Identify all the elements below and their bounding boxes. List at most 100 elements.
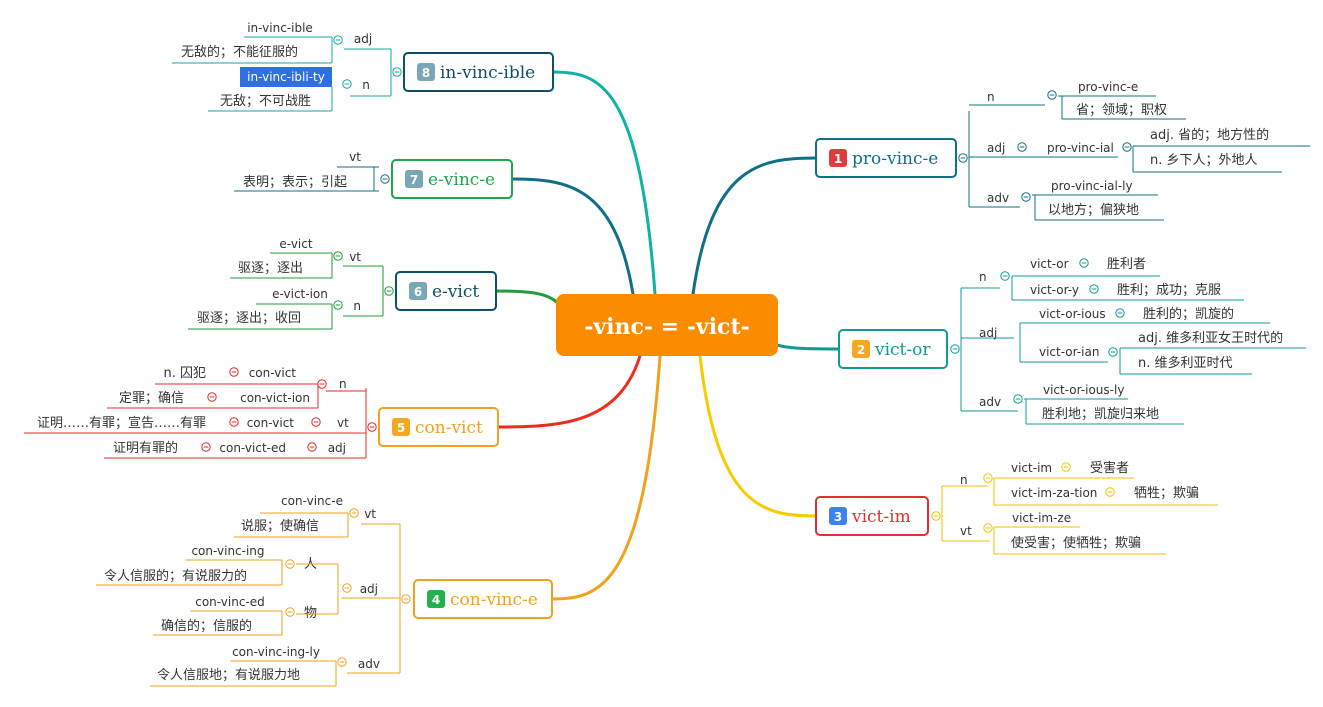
meaning-text: 令人信服的；有说服力的 — [104, 568, 247, 584]
pos-label: adj — [360, 582, 378, 596]
branch-topic-box[interactable] — [378, 407, 499, 447]
word-form: vict-or-y — [1030, 283, 1079, 297]
word-form: vict-im — [1011, 461, 1052, 475]
branch-number: 4 — [432, 593, 440, 607]
meaning-text: n. 囚犯 — [163, 366, 206, 381]
branch-topic-label: in-vinc-ible — [440, 63, 535, 83]
central-topic-label: -vinc- = -vict- — [584, 314, 750, 340]
meaning-text: 省；领域；职权 — [1076, 102, 1167, 118]
branch-topic-box[interactable] — [838, 329, 948, 369]
meaning-text: 表明；表示；引起 — [243, 175, 347, 190]
meaning-text: 胜利者 — [1107, 257, 1146, 272]
branch-topic-4[interactable]: 4 con-vinc-e — [413, 579, 553, 619]
branch-topic-box[interactable] — [815, 138, 957, 178]
word-form: con-vinc-ing-ly — [232, 645, 320, 659]
meaning-text: adj. 维多利亚女王时代的 — [1138, 330, 1283, 346]
word-form: con-vinc-ing — [191, 544, 264, 558]
branch-topic-label: vict-im — [851, 507, 911, 527]
word-form-selected[interactable]: in-vinc-ibli-ty — [247, 70, 325, 84]
branch-topic-box[interactable] — [403, 52, 554, 92]
branch-topic-box[interactable] — [815, 496, 929, 536]
branch-number: 2 — [857, 343, 865, 357]
meaning-text: 胜利；成功；克服 — [1117, 283, 1221, 298]
branch-topic-label: e-vinc-e — [428, 170, 495, 190]
pos-label: vt — [337, 416, 349, 430]
main-link-evince — [510, 177, 635, 296]
branch-topic-6[interactable]: 6 e-vict — [395, 271, 497, 311]
meaning-text: 胜利的；凯旋的 — [1143, 306, 1234, 322]
branch-topic-label: e-vict — [432, 282, 479, 302]
main-link-victim — [698, 354, 818, 518]
main-link-convince — [550, 354, 662, 601]
pos-label: vt — [349, 250, 361, 264]
word-form: pro-vinc-e — [1078, 80, 1138, 94]
branch-topic-2[interactable]: 2 vict-or — [838, 329, 948, 369]
meaning-text: 胜利地；凯旋归来地 — [1042, 407, 1159, 422]
branch-number-badge — [829, 507, 847, 525]
pos-label: vt — [960, 524, 972, 538]
meaning-text: 证明有罪的 — [113, 440, 178, 456]
meaning-text: 以地方；偏狭地 — [1048, 202, 1139, 218]
branch-topic-label: vict-or — [874, 340, 931, 360]
pos-label: n — [979, 270, 987, 284]
pos-label: vt — [349, 150, 361, 164]
branch-number: 6 — [414, 285, 422, 299]
branch-topic-box[interactable] — [395, 271, 497, 311]
word-form: con-vict — [249, 366, 297, 380]
meaning-text: 说服；使确信 — [241, 518, 319, 534]
pos-label: vt — [364, 507, 376, 521]
meaning-text: 令人信服地；有说服力地 — [157, 668, 300, 683]
word-form: vict-im-ze — [1012, 511, 1071, 525]
meaning-text: 牺牲；欺骗 — [1134, 486, 1199, 501]
branch-topic-box[interactable] — [413, 579, 553, 619]
pos-label: adv — [358, 657, 380, 671]
pos-label: n — [987, 90, 995, 104]
branch-topic-label: con-vinc-e — [450, 590, 538, 610]
main-link-convict — [496, 354, 642, 429]
meaning-text: 证明……有罪；宣告……有罪 — [37, 415, 206, 431]
branch-number-badge — [392, 418, 410, 436]
main-link-pro-vince — [691, 156, 818, 296]
word-form: vict-im-za-tion — [1011, 486, 1097, 500]
branch-number: 7 — [410, 173, 418, 187]
pos-label: adv — [979, 395, 1001, 409]
branch-topic-label: pro-vinc-e — [852, 149, 938, 169]
pos-label: n — [362, 78, 370, 92]
word-form: vict-or-ious-ly — [1043, 383, 1124, 397]
meaning-text: adj. 省的；地方性的 — [1150, 127, 1269, 143]
word-form: con-vinc-e — [281, 494, 343, 508]
pos-label: adj — [354, 32, 372, 46]
word-form: vict-or — [1030, 257, 1069, 271]
word-form: pro-vinc-ial-ly — [1051, 179, 1133, 193]
selected-word-highlight[interactable] — [240, 67, 332, 87]
word-form: e-vict — [279, 237, 312, 251]
central-topic[interactable]: -vinc- = -vict- — [556, 294, 778, 356]
meaning-text: 驱逐；逐出；收回 — [197, 311, 301, 326]
pos-label: adv — [987, 191, 1009, 205]
main-link-victor — [773, 342, 841, 351]
branch-topic-box[interactable] — [391, 159, 513, 199]
branch-number-badge — [417, 63, 435, 81]
meaning-text: 驱逐；逐出 — [238, 261, 303, 276]
meaning-text: 受害者 — [1090, 460, 1129, 476]
word-form: con-vict-ed — [219, 441, 286, 455]
main-link-invincible — [551, 70, 657, 296]
central-topic-box[interactable] — [556, 294, 778, 356]
branch-number-badge — [409, 282, 427, 300]
branch-topic-label: con-vict — [415, 418, 483, 438]
meaning-text: 确信的；信服的 — [161, 618, 252, 634]
word-form: con-vict-ion — [240, 391, 310, 405]
pos-label: n — [339, 377, 347, 391]
word-form: con-vict — [247, 416, 295, 430]
word-form: vict-or-ian — [1039, 345, 1099, 359]
branch-topic-7[interactable]: 7 e-vinc-e — [391, 159, 513, 199]
word-form: e-vict-ion — [272, 287, 328, 301]
pos-label: adj — [987, 141, 1005, 155]
meaning-text: 无敌的；不能征服的 — [181, 44, 298, 60]
